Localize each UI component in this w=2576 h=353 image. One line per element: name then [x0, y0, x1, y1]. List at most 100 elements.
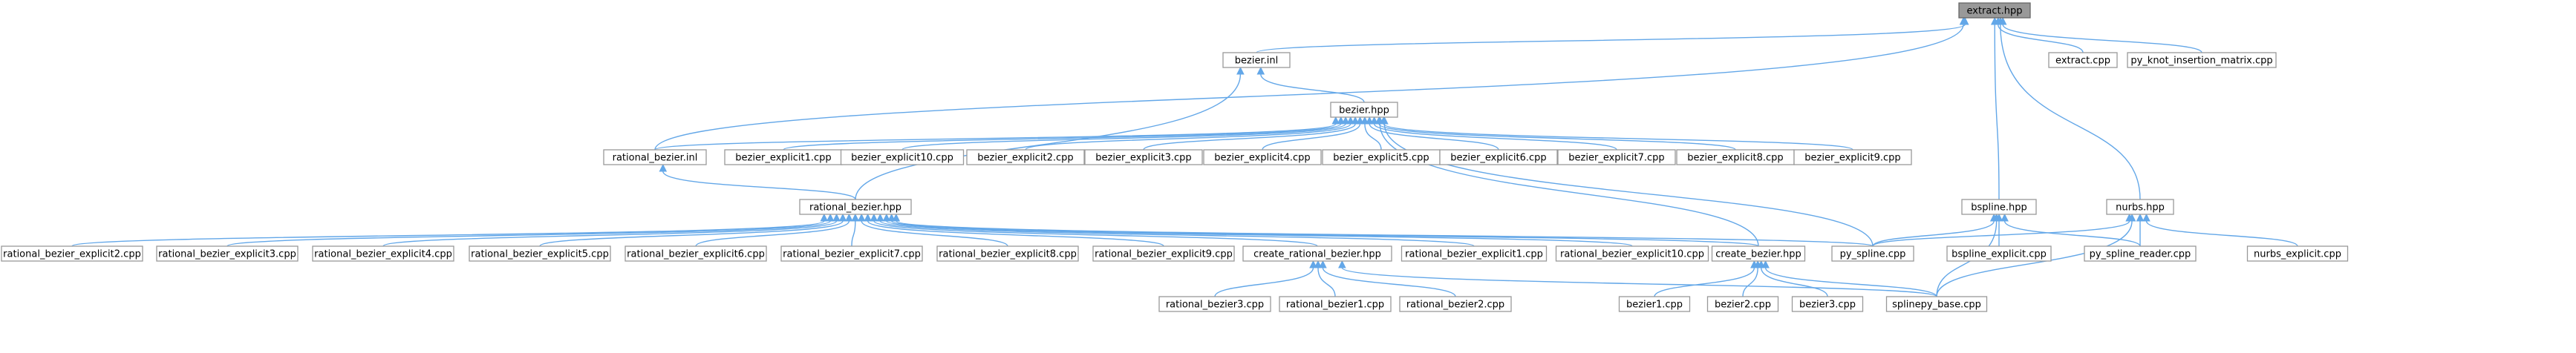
- node-bezier_hpp[interactable]: bezier.hpp: [1330, 102, 1398, 118]
- node-rbe4[interactable]: rational_bezier_explicit4.cpp: [312, 245, 454, 262]
- node-bezier2[interactable]: bezier2.cpp: [1706, 296, 1779, 312]
- node-label: rational_bezier1.cpp: [1286, 300, 1384, 311]
- edge-rbe4-to-rational_bezier_hpp: [382, 213, 841, 247]
- node-box: [2084, 245, 2197, 262]
- node-nurbs_explicit[interactable]: nurbs_explicit.cpp: [2246, 245, 2349, 262]
- node-label: rational_bezier_explicit8.cpp: [939, 249, 1077, 260]
- node-bezier_explicit9[interactable]: bezier_explicit9.cpp: [1793, 149, 1912, 165]
- edge-rbe8-to-rational_bezier_hpp: [857, 213, 1008, 247]
- node-extract_cpp[interactable]: extract.cpp: [2048, 52, 2118, 68]
- node-label: create_rational_bezier.hpp: [1253, 249, 1381, 260]
- node-bezier_explicit5[interactable]: bezier_explicit5.cpp: [1322, 149, 1441, 165]
- edge-rational_bezier3-to-create_rational_bezier_hpp: [1214, 260, 1317, 297]
- node-extract_hpp[interactable]: extract.hpp: [1958, 2, 2031, 19]
- edge-rational_bezier2-to-create_rational_bezier_hpp: [1319, 260, 1456, 297]
- node-label: rational_bezier.inl: [613, 153, 698, 164]
- node-box: [156, 245, 299, 262]
- node-rbe6[interactable]: rational_bezier_explicit6.cpp: [625, 245, 767, 262]
- node-label: rational_bezier_explicit5.cpp: [471, 249, 609, 260]
- node-box: [1084, 149, 1203, 165]
- edge-rational_bezier1-to-create_rational_bezier_hpp: [1314, 260, 1336, 297]
- node-rbe8[interactable]: rational_bezier_explicit8.cpp: [936, 245, 1079, 262]
- node-box: [1399, 296, 1512, 312]
- node-py_spline_cpp[interactable]: py_spline.cpp: [1831, 245, 1914, 262]
- node-bezier_explicit3[interactable]: bezier_explicit3.cpp: [1084, 149, 1203, 165]
- edge-splinepy_base-to-bspline_hpp: [1936, 213, 2001, 297]
- node-bezier_explicit1[interactable]: bezier_explicit1.cpp: [724, 149, 843, 165]
- node-box: [603, 149, 707, 165]
- edge-rbe3-to-rational_bezier_hpp: [226, 213, 835, 247]
- node-rational_bezier3[interactable]: rational_bezier3.cpp: [1158, 296, 1271, 312]
- edge-splinepy_base-to-nurbs_hpp: [1936, 213, 2136, 297]
- node-bspline_explicit[interactable]: bspline_explicit.cpp: [1946, 245, 2052, 262]
- node-label: rational_bezier3.cpp: [1166, 300, 1264, 311]
- node-box: [1958, 2, 2031, 19]
- node-label: rational_bezier_explicit1.cpp: [1405, 249, 1543, 260]
- node-box: [936, 245, 1079, 262]
- node-rbe9[interactable]: rational_bezier_explicit9.cpp: [1092, 245, 1235, 262]
- node-box: [2048, 52, 2118, 68]
- edge-rbe9-to-rational_bezier_hpp: [864, 213, 1164, 247]
- node-rational_bezier_hpp[interactable]: rational_bezier.hpp: [799, 199, 912, 215]
- edge-bezier_explicit4-to-bezier_hpp: [1262, 116, 1364, 151]
- node-rational_bezier_inl[interactable]: rational_bezier.inl: [603, 149, 707, 165]
- node-box: [1242, 245, 1392, 262]
- node-label: bezier.hpp: [1339, 105, 1389, 116]
- edge-rational_bezier_hpp-to-rational_bezier_inl: [659, 163, 856, 200]
- node-rbe2[interactable]: rational_bezier_explicit2.cpp: [1, 245, 143, 262]
- node-label: splinepy_base.cpp: [1892, 300, 1981, 311]
- node-rational_bezier1[interactable]: rational_bezier1.cpp: [1279, 296, 1392, 312]
- node-label: extract.cpp: [2055, 56, 2110, 67]
- node-bezier_explicit7[interactable]: bezier_explicit7.cpp: [1557, 149, 1676, 165]
- edge-bezier_explicit5-to-bezier_hpp: [1360, 116, 1382, 151]
- node-box: [799, 199, 912, 215]
- node-bezier_explicit6[interactable]: bezier_explicit6.cpp: [1439, 149, 1558, 165]
- node-py_spline_reader[interactable]: py_spline_reader.cpp: [2084, 245, 2197, 262]
- node-label: nurbs.hpp: [2116, 202, 2165, 214]
- node-bezier_inl[interactable]: bezier.inl: [1222, 52, 1291, 68]
- edge-py_spline_reader-to-nurbs_hpp: [2136, 213, 2145, 246]
- node-py_knot[interactable]: py_knot_insertion_matrix.cpp: [2127, 52, 2277, 68]
- node-box: [840, 149, 965, 165]
- node-bspline_hpp[interactable]: bspline.hpp: [1961, 199, 2037, 215]
- node-bezier_explicit8[interactable]: bezier_explicit8.cpp: [1676, 149, 1795, 165]
- node-bezier3[interactable]: bezier3.cpp: [1791, 296, 1864, 312]
- node-splinepy_base[interactable]: splinepy_base.cpp: [1885, 296, 1988, 312]
- edge-extract_cpp-to-extract_hpp: [1994, 16, 2084, 53]
- node-label: bezier_explicit4.cpp: [1214, 153, 1310, 164]
- node-label: py_spline_reader.cpp: [2090, 249, 2191, 260]
- node-nurbs_hpp[interactable]: nurbs.hpp: [2106, 199, 2174, 215]
- node-label: rational_bezier_explicit7.cpp: [783, 249, 921, 260]
- edge-bezier_explicit7-to-bezier_hpp: [1370, 116, 1617, 151]
- node-rbe5[interactable]: rational_bezier_explicit5.cpp: [469, 245, 611, 262]
- node-bezier_explicit4[interactable]: bezier_explicit4.cpp: [1203, 149, 1322, 165]
- node-bezier1[interactable]: bezier1.cpp: [1618, 296, 1691, 312]
- node-rbe3[interactable]: rational_bezier_explicit3.cpp: [156, 245, 299, 262]
- node-create_rational_bezier_hpp[interactable]: create_rational_bezier.hpp: [1242, 245, 1392, 262]
- edge-splinepy_base-to-create_bezier_hpp: [1761, 260, 1937, 297]
- node-box: [1618, 296, 1691, 312]
- node-label: bezier_explicit1.cpp: [735, 153, 831, 164]
- node-box: [1439, 149, 1558, 165]
- node-box: [1203, 149, 1322, 165]
- edge-rational_bezier_inl-to-bezier_hpp: [654, 116, 1340, 151]
- node-create_bezier_hpp[interactable]: create_bezier.hpp: [1711, 245, 1806, 262]
- node-box: [2106, 199, 2174, 215]
- node-label: bezier_explicit10.cpp: [851, 153, 953, 164]
- node-bezier_explicit2[interactable]: bezier_explicit2.cpp: [966, 149, 1085, 165]
- edge-bezier_explicit8-to-bezier_hpp: [1375, 116, 1736, 151]
- node-box: [1706, 296, 1779, 312]
- edge-rbe2-to-rational_bezier_hpp: [71, 213, 829, 247]
- edge-splinepy_base-to-create_rational_bezier_hpp: [1338, 260, 1937, 297]
- node-bezier_explicit10[interactable]: bezier_explicit10.cpp: [840, 149, 965, 165]
- node-box: [1, 245, 143, 262]
- node-box: [1961, 199, 2037, 215]
- node-rbe10[interactable]: rational_bezier_explicit10.cpp: [1555, 245, 1709, 262]
- edge-bezier_explicit3-to-bezier_hpp: [1143, 116, 1360, 151]
- edge-bezier1-to-create_bezier_hpp: [1654, 260, 1758, 297]
- node-rbe7[interactable]: rational_bezier_explicit7.cpp: [780, 245, 923, 262]
- node-rbe1[interactable]: rational_bezier_explicit1.cpp: [1401, 245, 1548, 262]
- edge-bezier_explicit2-to-bezier_hpp: [1025, 116, 1355, 151]
- node-box: [1831, 245, 1914, 262]
- node-rational_bezier2[interactable]: rational_bezier2.cpp: [1399, 296, 1512, 312]
